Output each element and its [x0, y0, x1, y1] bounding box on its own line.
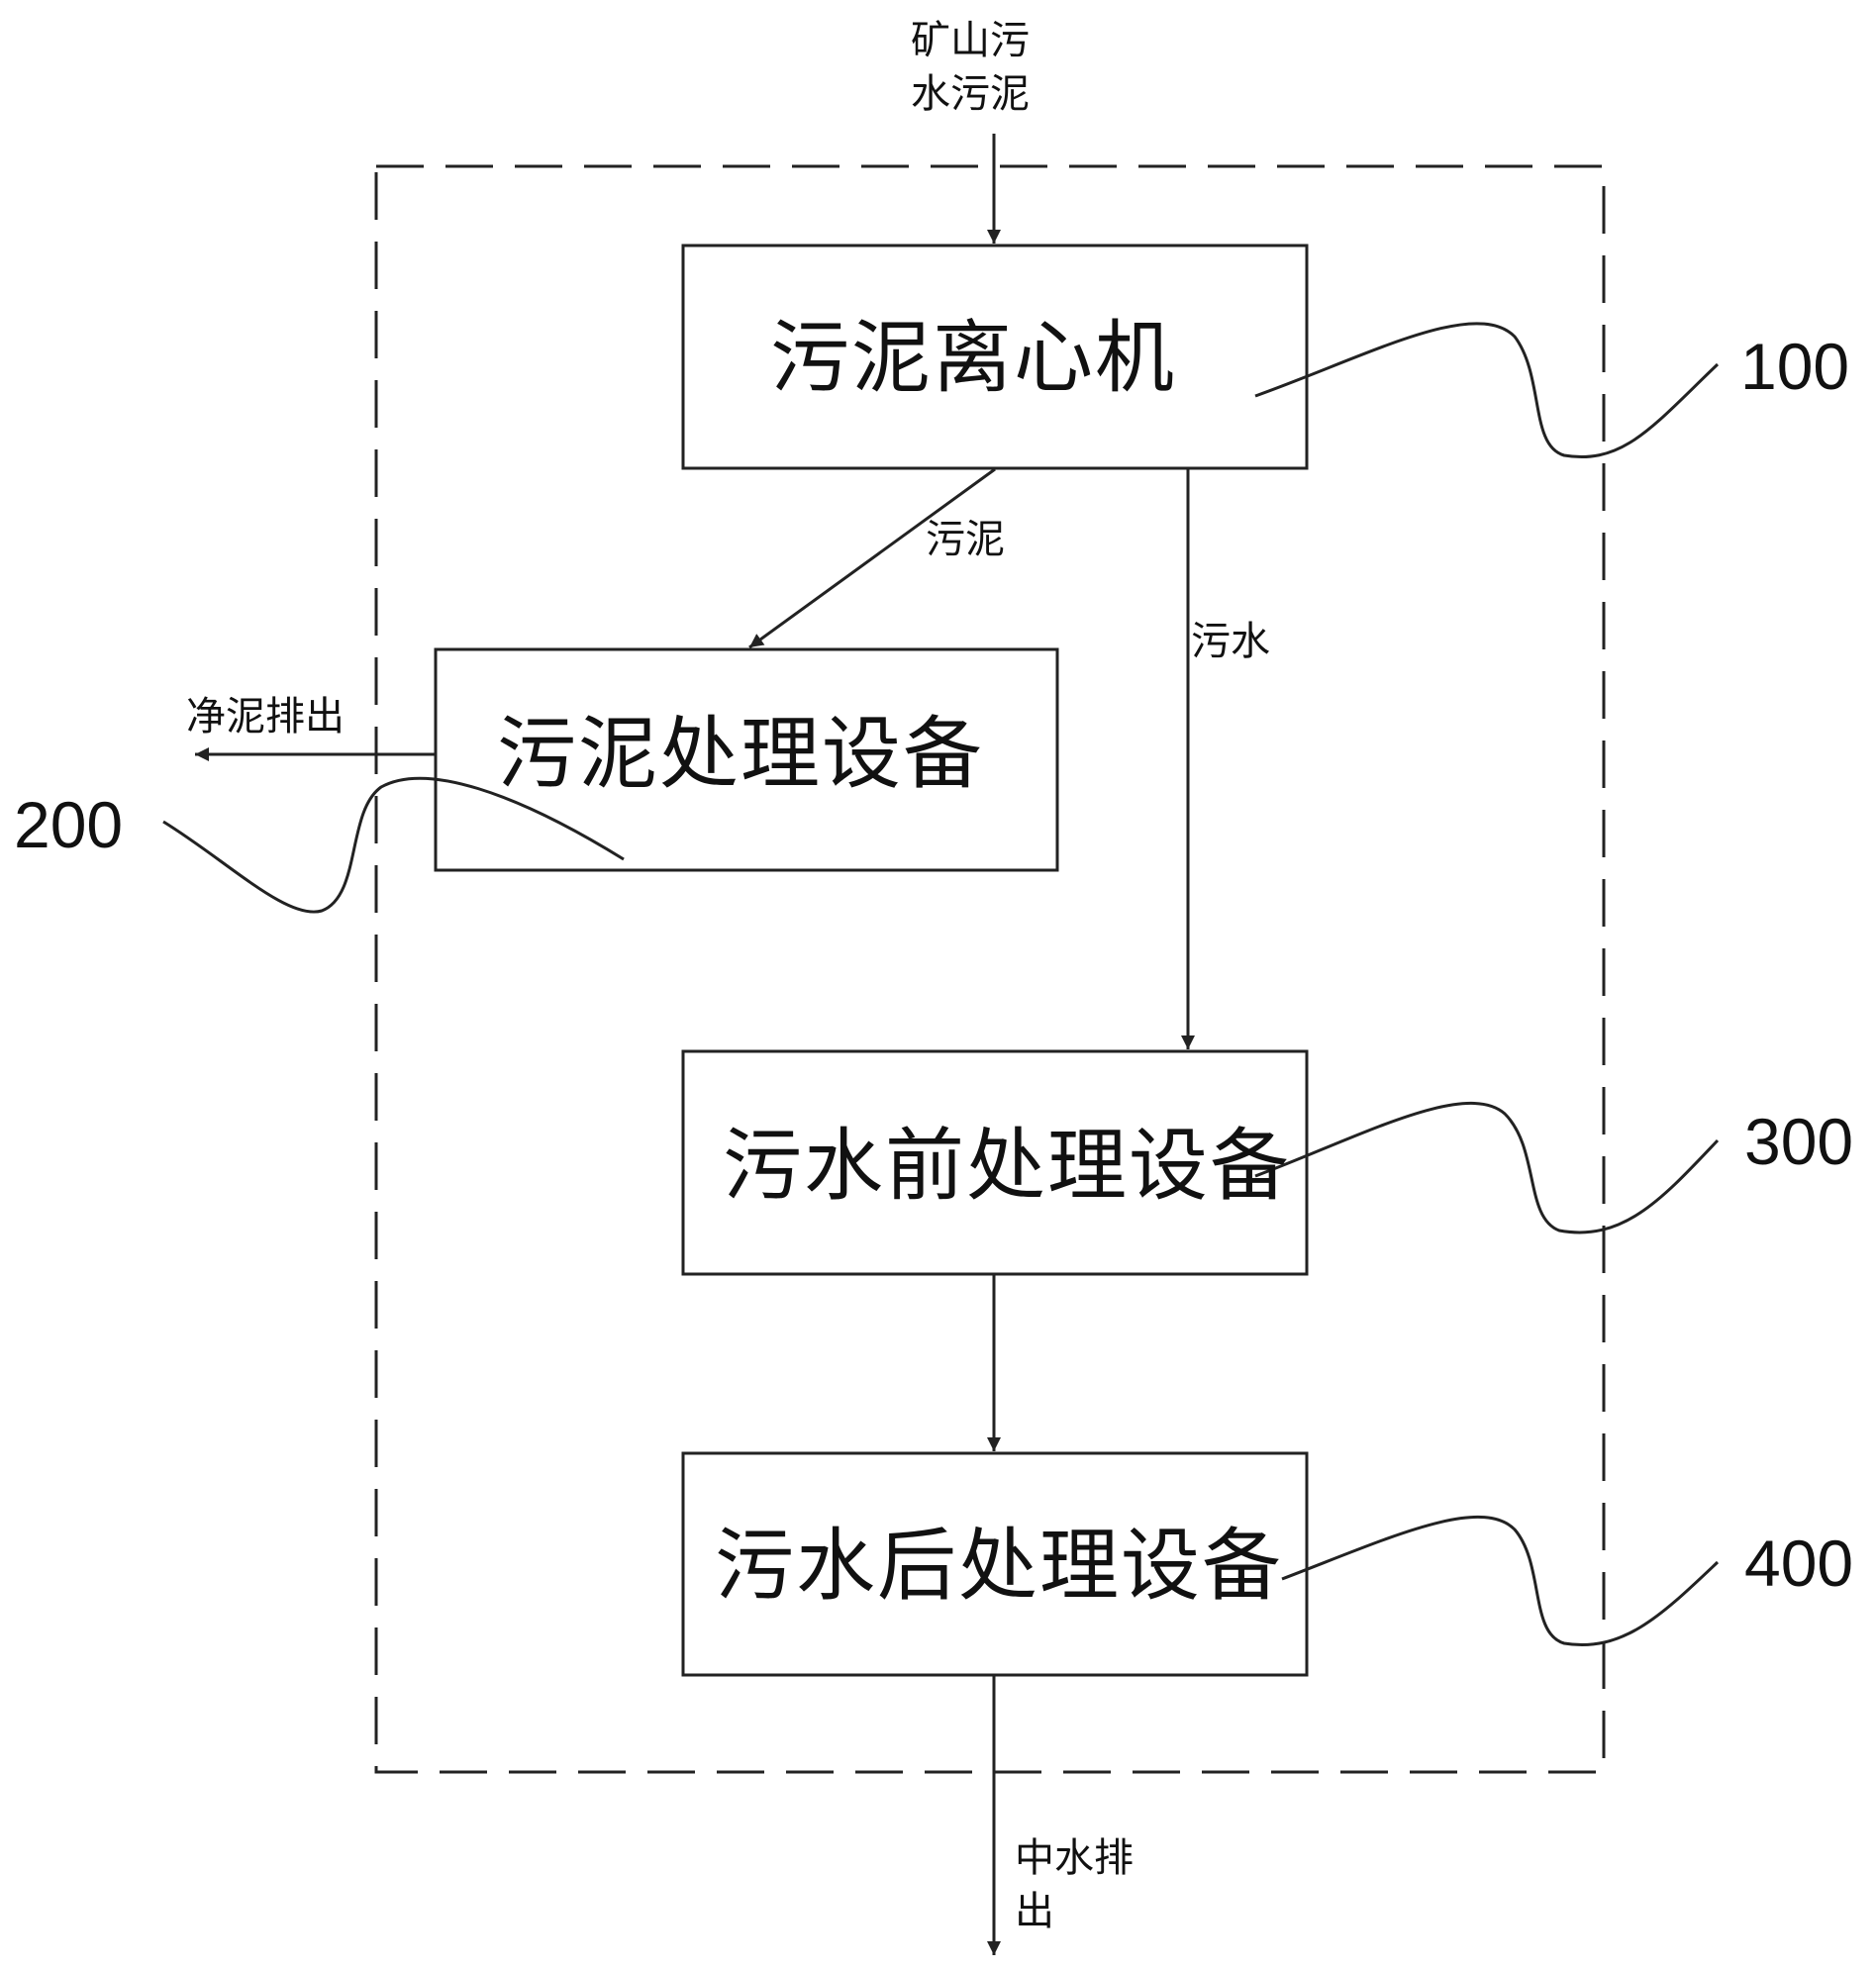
- input-label-line1: 矿山污: [911, 18, 1030, 63]
- ref-200: 200: [14, 788, 124, 861]
- input-label: 矿山污 水污泥: [911, 14, 1059, 121]
- post-treatment-box: [681, 1451, 1309, 1677]
- ref-100: 100: [1740, 330, 1850, 403]
- leader-400: [1281, 1515, 1720, 1646]
- reclaimed-out-line1: 中水排: [1015, 1835, 1134, 1881]
- clean-sludge-out-label: 净泥排出: [186, 694, 345, 740]
- leader-100: [1254, 322, 1720, 458]
- wastewater-flow-label: 污水: [1191, 619, 1270, 664]
- centrifuge-label: 污泥离心机: [770, 312, 1176, 404]
- pre-treatment-box: [681, 1049, 1309, 1276]
- sludge-flow-label: 污泥: [926, 517, 1005, 562]
- leader-300: [1254, 1102, 1720, 1234]
- pre-treatment-label: 污水前处理设备: [723, 1120, 1291, 1212]
- sludge-arrow: [748, 467, 996, 649]
- ref-300: 300: [1744, 1105, 1854, 1178]
- input-label-line2: 水污泥: [911, 71, 1030, 117]
- reclaimed-out-line2: 出: [1015, 1889, 1054, 1934]
- centrifuge-box: [681, 244, 1309, 470]
- reclaimed-water-out-label: 中水排 出: [1015, 1831, 1153, 1938]
- sludge-treatment-label: 污泥处理设备: [497, 708, 984, 800]
- ref-400: 400: [1744, 1527, 1854, 1600]
- leader-200: [162, 776, 625, 914]
- sludge-treatment-box: [434, 647, 1059, 872]
- post-treatment-label: 污水后处理设备: [715, 1520, 1283, 1612]
- system-boundary: [374, 164, 1606, 1774]
